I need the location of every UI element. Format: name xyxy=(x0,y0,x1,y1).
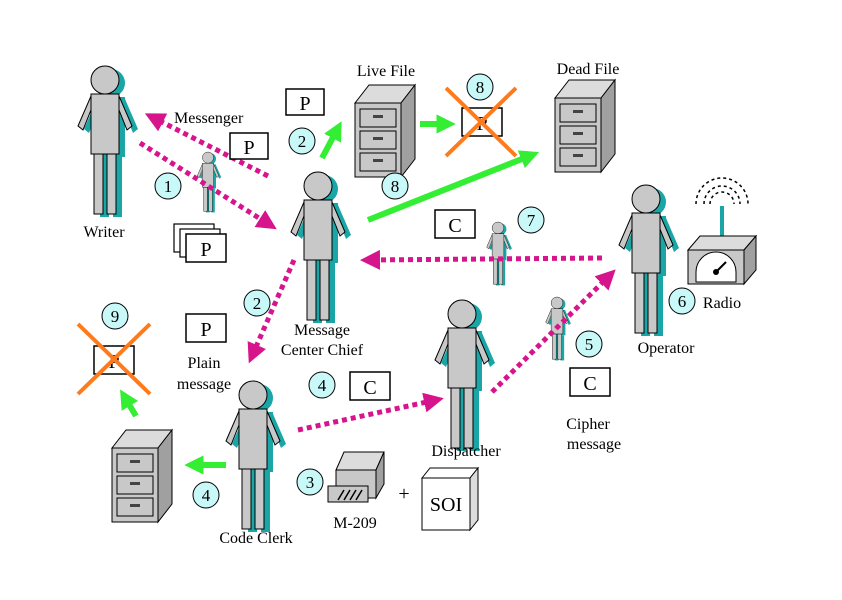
step-5-label: 5 xyxy=(585,335,594,354)
step-8-arrow-label: 8 xyxy=(391,177,400,196)
cipher-box-messenger-label: C xyxy=(583,373,596,395)
plain-box-messenger-label: P xyxy=(243,137,254,159)
cipher-box-operator: C xyxy=(434,209,476,239)
message-center-chief-label-line1: Message xyxy=(294,322,350,339)
dead-file-label: Dead File xyxy=(557,61,620,78)
cipher-box-dispatch: C xyxy=(349,371,391,401)
arrow-chief-to-writer xyxy=(144,113,270,179)
destroy-x-clerk xyxy=(76,322,152,396)
arrow-to-live-file xyxy=(319,121,342,160)
arrow-file-to-destroy xyxy=(120,389,139,418)
step-2-file-label: 2 xyxy=(298,132,307,151)
step-4-file-badge: 4 xyxy=(192,481,220,509)
message-center-chief-figure xyxy=(290,171,352,324)
messenger-label: Messenger xyxy=(174,110,244,127)
plain-stack: P xyxy=(173,223,227,263)
operator-label: Operator xyxy=(638,340,696,357)
step-8-destroy-label: 8 xyxy=(476,78,485,97)
arrow-to-dead-file xyxy=(366,150,540,223)
step-2-clerk-badge: 2 xyxy=(243,289,271,317)
step-4-dispatch-label: 4 xyxy=(318,376,327,395)
step-8-arrow-badge: 8 xyxy=(381,172,409,200)
messenger-figure-2 xyxy=(486,221,513,286)
arrow-writer-to-chief xyxy=(138,140,277,230)
destroy-x-live xyxy=(444,86,518,158)
step-6-label: 6 xyxy=(678,292,687,311)
step-1-badge: 1 xyxy=(154,172,182,200)
cipher-box-messenger: C xyxy=(569,367,611,397)
plain-box-destroyed-clerk-label: P xyxy=(108,351,119,373)
cipher-message-label-line2: message xyxy=(567,436,621,453)
soi-label: SOI xyxy=(430,494,462,516)
step-4-file-label: 4 xyxy=(202,486,211,505)
step-6-badge: 6 xyxy=(668,287,696,315)
arrow-dispatcher-to-operator xyxy=(490,269,616,394)
writer-label: Writer xyxy=(83,224,125,241)
writer-figure xyxy=(77,65,139,218)
code-clerk-label: Code Clerk xyxy=(219,530,292,547)
dead-file-cabinet xyxy=(554,79,616,173)
step-8-destroy-badge: 8 xyxy=(466,73,494,101)
radio-icon xyxy=(686,177,758,286)
arrow-clerk-to-dispatcher xyxy=(297,392,444,433)
step-9-label: 9 xyxy=(111,307,120,326)
plain-box-live-label: P xyxy=(299,93,310,115)
cipher-box-dispatch-label: C xyxy=(363,377,376,399)
plain-box-clerk-label: P xyxy=(200,319,211,341)
arrow-operator-to-chief xyxy=(360,249,603,270)
message-center-chief-label-line2: Center Chief xyxy=(281,342,364,359)
operator-figure xyxy=(618,184,680,337)
dotted-arrows xyxy=(138,113,616,433)
step-2-file-badge: 2 xyxy=(288,127,316,155)
code-clerk-figure xyxy=(225,380,287,533)
soi-document: SOI xyxy=(420,466,480,532)
step-9-badge: 9 xyxy=(101,302,129,330)
cipher-box-operator-label: C xyxy=(448,215,461,237)
live-file-cabinet xyxy=(354,84,416,178)
plain-box-clerk: P xyxy=(185,313,227,343)
cipher-message-label-line1: Cipher xyxy=(566,416,610,433)
dispatcher-label: Dispatcher xyxy=(431,443,501,460)
plain-message-label-line1: Plain xyxy=(188,355,221,372)
plain-box-live: P xyxy=(285,88,325,116)
plus-sign: + xyxy=(398,483,409,505)
step-2-clerk-label: 2 xyxy=(253,294,262,313)
step-7-label: 7 xyxy=(527,211,536,230)
code-clerk-file-cabinet xyxy=(111,429,173,523)
dispatcher-figure xyxy=(434,299,496,452)
m209-label: M-209 xyxy=(333,515,377,532)
radio-label: Radio xyxy=(703,295,741,312)
live-file-label: Live File xyxy=(357,63,415,80)
step-4-dispatch-badge: 4 xyxy=(308,371,336,399)
plain-message-label-line2: message xyxy=(177,376,231,393)
plain-box-messenger: P xyxy=(229,132,269,160)
step-1-label: 1 xyxy=(164,177,173,196)
step-3-label: 3 xyxy=(306,473,315,492)
step-7-badge: 7 xyxy=(517,206,545,234)
step-3-badge: 3 xyxy=(296,468,324,496)
m209-icon xyxy=(327,451,385,503)
step-5-badge: 5 xyxy=(575,330,603,358)
plain-stack-label: P xyxy=(200,239,211,261)
solid-arrows xyxy=(120,114,540,475)
